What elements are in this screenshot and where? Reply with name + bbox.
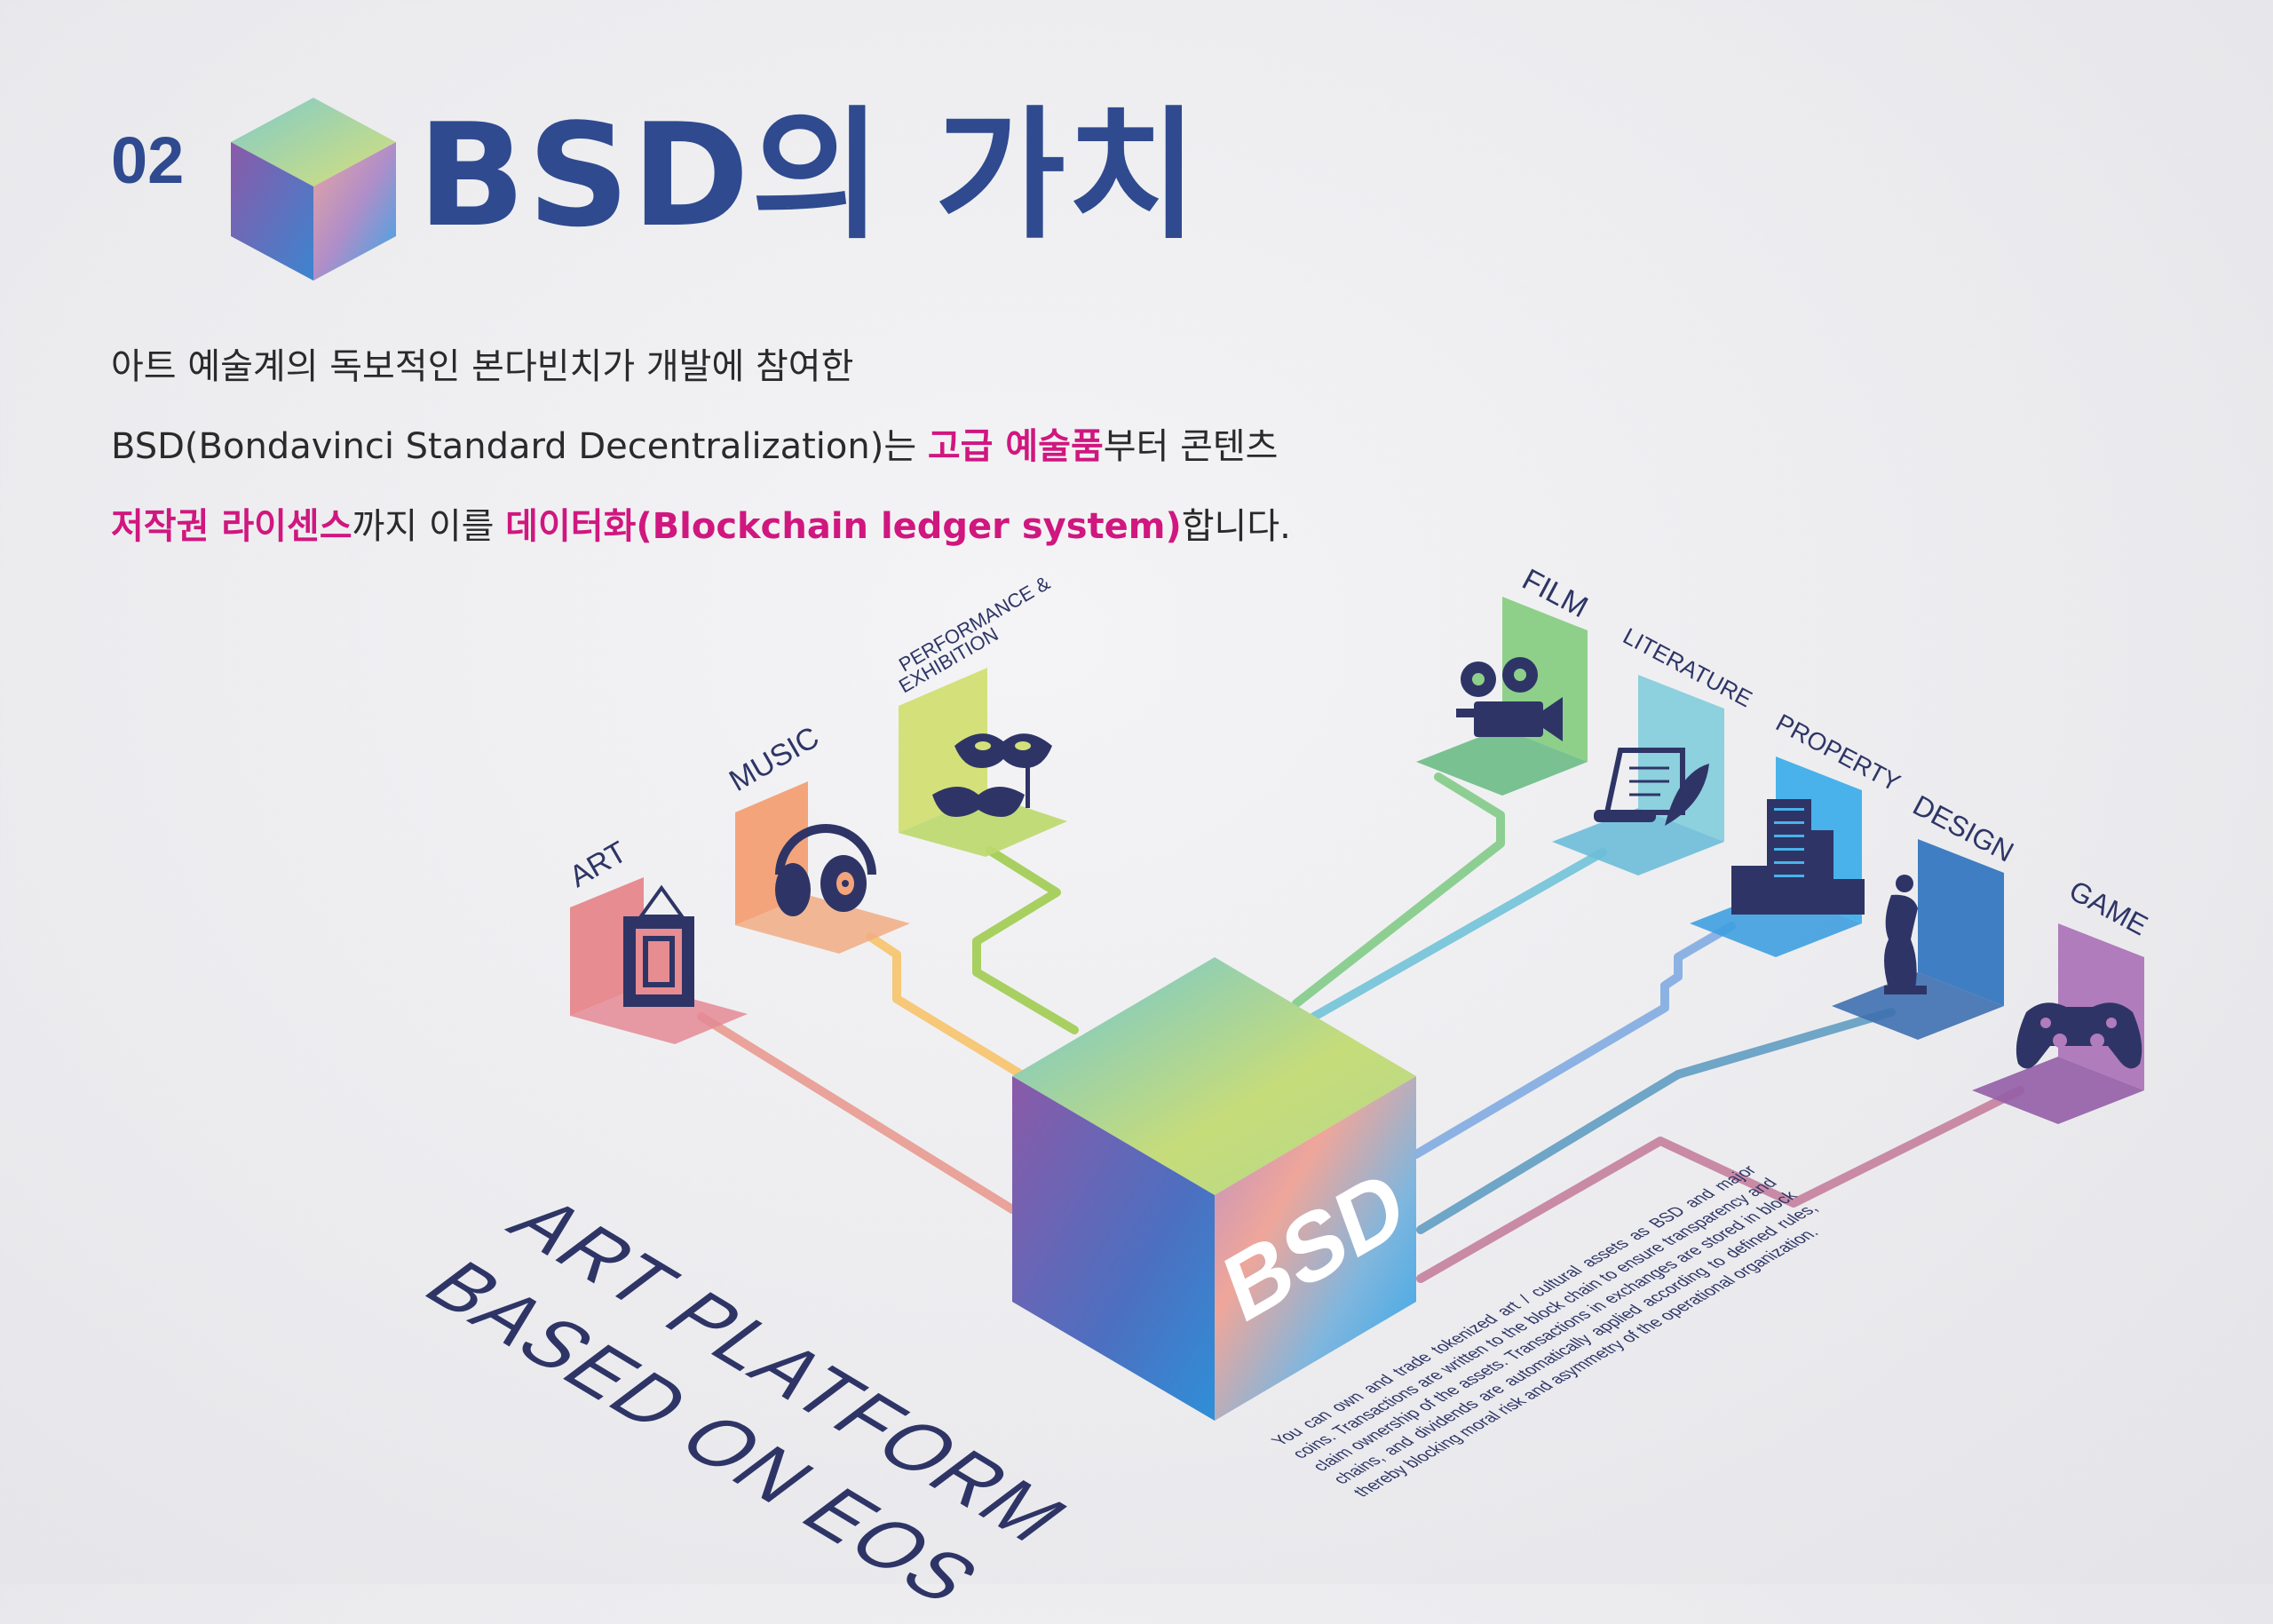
page-title: BSD의 가치 <box>417 92 1200 258</box>
connector-art <box>697 1012 1017 1214</box>
bsd-cube: BSD <box>1012 957 1417 1421</box>
description-text: 합니다. <box>1181 506 1291 547</box>
label-art: ART <box>564 835 632 894</box>
highlight-text: 저작권 라이센스 <box>111 506 352 547</box>
connector-performance <box>972 846 1079 1034</box>
highlight-text: 데이터화(Blockchain ledger system) <box>505 506 1182 547</box>
headphones-icon <box>775 824 876 916</box>
label-performance-1: PERFORMANCE & <box>895 572 1054 677</box>
category-music <box>735 781 910 954</box>
highlight-text: 고급 예술품 <box>927 426 1104 467</box>
description-line-1: 아트 예술계의 독보적인 본다빈치가 개발에 참여한 <box>111 346 854 387</box>
description-text: 까지 이를 <box>352 506 506 547</box>
section-number: 02 <box>111 123 185 197</box>
connector-literature <box>1310 848 1607 1021</box>
label-music: MUSIC <box>724 720 825 798</box>
scroll-quill-icon <box>1594 748 1709 826</box>
connector-design <box>1416 1008 1896 1234</box>
gamepad-icon <box>2016 1002 2142 1069</box>
cube-logo-icon <box>231 98 396 281</box>
description-line-2: BSD(Bondavinci Standard Decentralization… <box>111 407 1291 487</box>
description-text: BSD(Bondavinci Standard Decentralization… <box>111 426 928 467</box>
platform-diagram: BSD ART MUSIC PERFORMANCE & EXHIBITION F… <box>564 563 2153 1421</box>
description-text: 부터 콘텐츠 <box>1103 426 1279 467</box>
connector-film <box>1292 772 1505 1008</box>
connector-property <box>1412 922 1736 1159</box>
picture-frame-icon <box>623 884 694 1007</box>
description-line-3: 저작권 라이센스까지 이를 데이터화(Blockchain ledger sys… <box>111 487 1291 566</box>
category-design <box>1832 839 2004 1040</box>
category-film <box>1416 597 1588 796</box>
buildings-icon <box>1731 799 1865 915</box>
venus-statue-icon <box>1884 875 1927 994</box>
connector-music <box>866 932 1026 1079</box>
masquerade-mask-icon <box>932 733 1052 817</box>
connector-game <box>1416 1086 2024 1283</box>
film-camera-icon <box>1456 657 1563 741</box>
description: 아트 예술계의 독보적인 본다빈치가 개발에 참여한 BSD(Bondavinc… <box>111 327 1291 566</box>
